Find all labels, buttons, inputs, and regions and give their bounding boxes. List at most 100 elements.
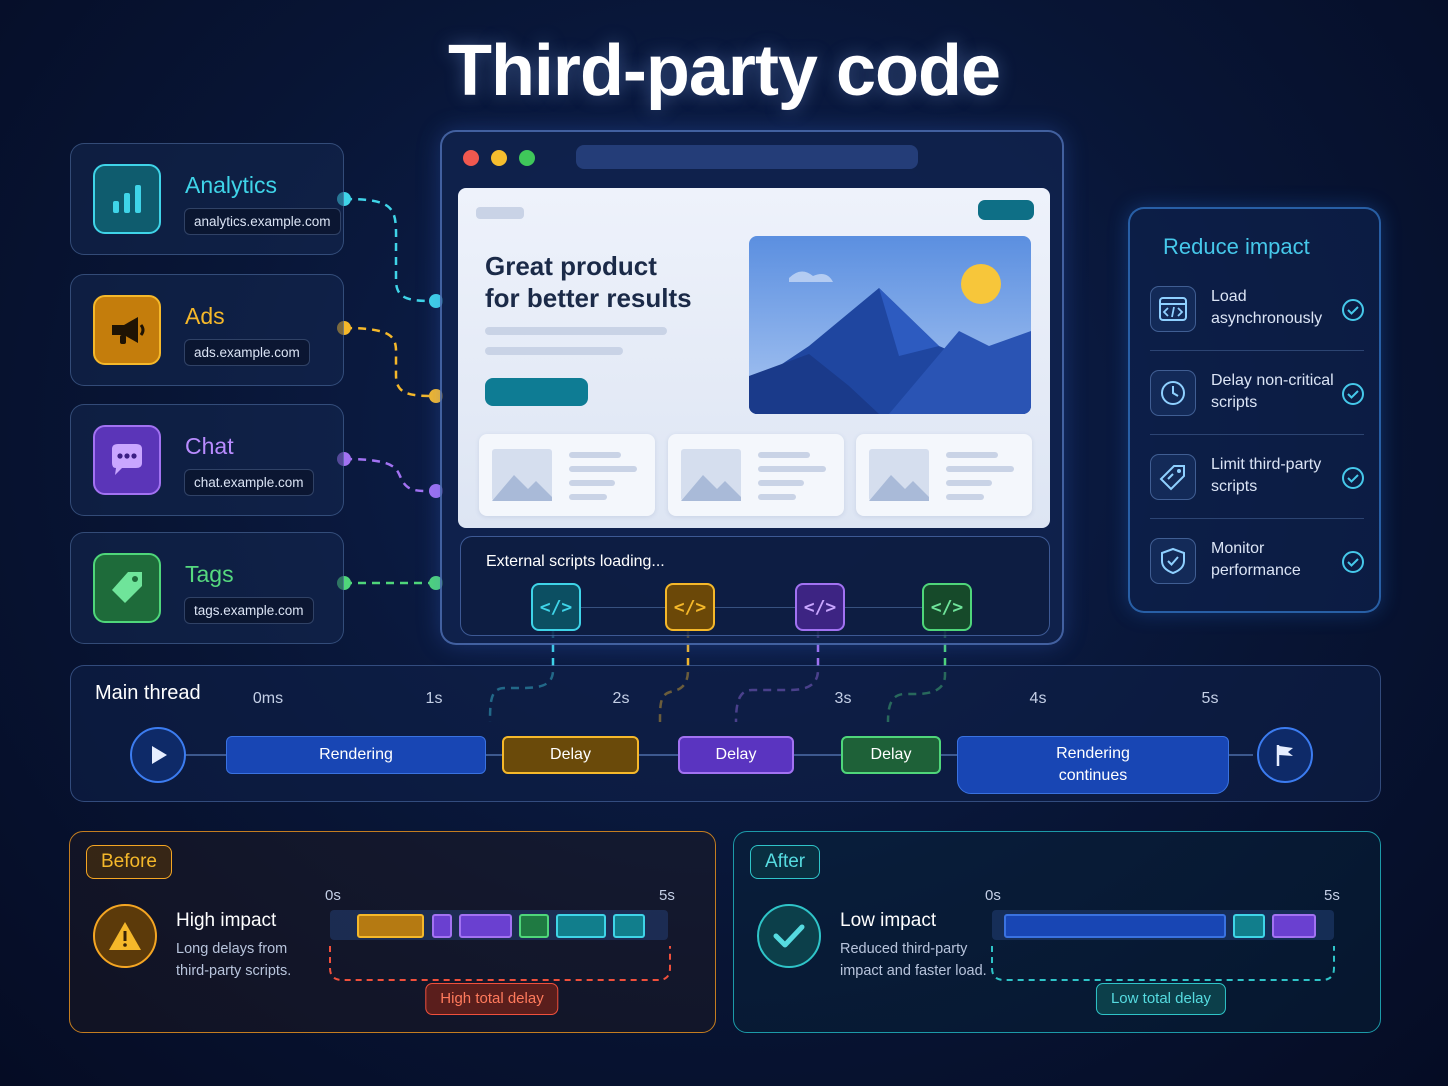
- cta-button[interactable]: [485, 378, 588, 406]
- after-total-label: Low total delay: [1095, 983, 1227, 1015]
- before-description: Long delays from third-party scripts.: [176, 941, 292, 979]
- chat-script-icon: </>: [795, 583, 845, 631]
- reduce-item-label: Delay non-critical scripts: [1211, 372, 1334, 411]
- segment-delay-chat: Delay: [678, 736, 794, 774]
- hero-title: Great product for better results: [485, 251, 692, 313]
- loading-label: External scripts loading...: [486, 553, 665, 570]
- source-domain: analytics.example.com: [184, 208, 341, 235]
- chat-bubble-icon: [93, 425, 161, 495]
- timeline-tick: 5s: [1201, 690, 1219, 707]
- close-dot-icon[interactable]: [463, 150, 479, 166]
- before-start-tick: 0s: [325, 887, 341, 904]
- timeline-tick: 0ms: [252, 690, 284, 707]
- source-name: Analytics: [185, 172, 278, 198]
- before-tag: Before: [86, 845, 172, 879]
- timeline-tick: 4s: [1029, 690, 1047, 707]
- content-card[interactable]: [856, 434, 1032, 516]
- finish-flag-button[interactable]: [1257, 727, 1313, 783]
- code-window-icon: [1150, 286, 1196, 332]
- web-page: Great product for better results: [458, 188, 1050, 528]
- reduce-item-label: Limit third-party scripts: [1211, 456, 1322, 495]
- before-total-label: High total delay: [425, 983, 559, 1015]
- nav-placeholder: [476, 207, 524, 219]
- main-thread-timeline: Main thread 0ms 1s 2s 3s 4s 5s Rendering…: [70, 665, 1381, 802]
- clock-icon: [1150, 370, 1196, 416]
- after-segment-chat: [1272, 914, 1316, 938]
- tags-card[interactable]: Tags tags.example.com: [70, 532, 344, 644]
- check-circle-icon: [1342, 383, 1364, 405]
- source-name: Tags: [185, 561, 234, 587]
- after-tag: After: [750, 845, 821, 879]
- timeline-tick: 1s: [425, 690, 443, 707]
- reduce-item-limit[interactable]: Limit third-party scripts: [1150, 444, 1364, 514]
- reduce-item-monitor[interactable]: Monitor performance: [1150, 528, 1364, 598]
- image-placeholder-icon: [492, 449, 552, 501]
- check-icon: [757, 904, 821, 968]
- before-segment-analytics: [613, 914, 645, 938]
- after-end-tick: 5s: [1324, 887, 1340, 904]
- before-segment-analytics: [556, 914, 606, 938]
- after-segment-analytics: [1233, 914, 1265, 938]
- analytics-script-icon: </>: [531, 583, 581, 631]
- content-card[interactable]: [668, 434, 844, 516]
- before-segment-chat: [432, 914, 452, 938]
- before-bracket: [329, 946, 671, 981]
- after-heading: Low impact: [840, 910, 937, 931]
- tag-icon: [93, 553, 161, 623]
- check-circle-icon: [1342, 467, 1364, 489]
- maximize-dot-icon[interactable]: [519, 150, 535, 166]
- source-name: Chat: [185, 433, 234, 459]
- image-placeholder-icon: [869, 449, 929, 501]
- segment-rendering: Rendering: [226, 736, 486, 774]
- play-icon: [152, 746, 167, 764]
- image-placeholder-icon: [681, 449, 741, 501]
- before-panel: Before High impact Long delays from thir…: [69, 831, 716, 1033]
- chat-card[interactable]: Chat chat.example.com: [70, 404, 344, 516]
- after-description: Reduced third-party impact and faster lo…: [840, 941, 987, 979]
- after-segment-rendering: [1004, 914, 1226, 938]
- segment-rendering-continues: Rendering continues: [957, 736, 1229, 794]
- bar-chart-icon: [93, 164, 161, 234]
- text-line: [485, 327, 667, 335]
- before-segment-chat: [459, 914, 512, 938]
- before-segment-tags: [519, 914, 549, 938]
- check-circle-icon: [1342, 299, 1364, 321]
- megaphone-icon: [93, 295, 161, 365]
- before-end-tick: 5s: [659, 887, 675, 904]
- page-title: Third-party code: [447, 31, 1001, 111]
- ads-card[interactable]: Ads ads.example.com: [70, 274, 344, 386]
- play-button[interactable]: [130, 727, 186, 783]
- shield-check-icon: [1150, 538, 1196, 584]
- tag-icon: [1150, 454, 1196, 500]
- warning-icon: [93, 904, 157, 968]
- source-domain: chat.example.com: [184, 469, 314, 496]
- content-card[interactable]: [479, 434, 655, 516]
- source-domain: ads.example.com: [184, 339, 310, 366]
- reduce-item-label: Load asynchronously: [1211, 288, 1323, 327]
- timeline-title: Main thread: [95, 682, 201, 704]
- before-heading: High impact: [176, 910, 277, 931]
- address-bar[interactable]: [576, 145, 918, 169]
- reduce-impact-panel: Reduce impact Load asynchronously Delay …: [1128, 207, 1381, 613]
- reduce-item-label: Monitor performance: [1211, 540, 1301, 579]
- reduce-impact-title: Reduce impact: [1163, 234, 1310, 259]
- source-domain: tags.example.com: [184, 597, 314, 624]
- source-name: Ads: [185, 303, 225, 329]
- check-circle-icon: [1342, 551, 1364, 573]
- minimize-dot-icon[interactable]: [491, 150, 507, 166]
- timeline-tick: 3s: [834, 690, 852, 707]
- browser-window: Great product for better results: [440, 130, 1064, 645]
- flag-icon: [1276, 745, 1293, 766]
- after-panel: After Low impact Reduced third-party imp…: [733, 831, 1381, 1033]
- analytics-card[interactable]: Analytics analytics.example.com: [70, 143, 344, 255]
- scripts-loading-panel: External scripts loading... </> </> </> …: [460, 536, 1050, 636]
- reduce-item-delay[interactable]: Delay non-critical scripts: [1150, 360, 1364, 430]
- ads-script-icon: </>: [665, 583, 715, 631]
- timeline-tick: 2s: [612, 690, 630, 707]
- reduce-item-async[interactable]: Load asynchronously: [1150, 276, 1364, 346]
- after-start-tick: 0s: [985, 887, 1001, 904]
- hero-image: [749, 236, 1031, 414]
- before-segment-ads: [357, 914, 424, 938]
- after-bracket: [991, 946, 1335, 981]
- header-button[interactable]: [978, 200, 1034, 220]
